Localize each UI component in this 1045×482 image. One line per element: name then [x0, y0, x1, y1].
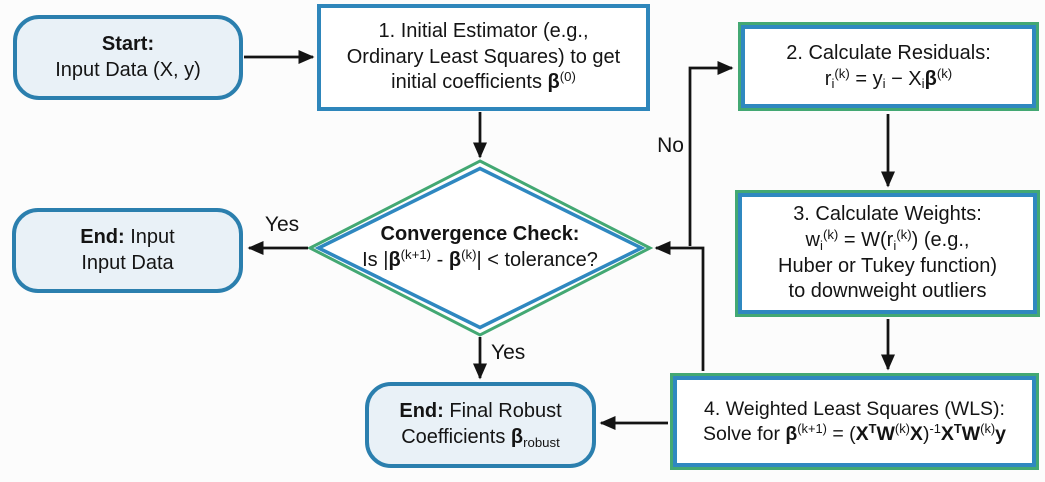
text-segment: T [868, 420, 877, 436]
text-line: Coefficients βrobust [401, 425, 560, 451]
text-segment: X [855, 422, 869, 445]
text-segment: X [909, 422, 923, 445]
text-segment: to downweight outliers [788, 280, 987, 303]
step1-initial-estimator-box: 1. Initial Estimator (e.g.,Ordinary Leas… [317, 4, 650, 111]
text-segment: (k) [834, 65, 850, 81]
text-segment: Convergence Check: [380, 223, 580, 246]
text-segment: y [995, 422, 1007, 445]
text-line: 1. Initial Estimator (e.g., [378, 19, 588, 45]
text-segment: 2. Calculate Residuals: [786, 41, 991, 64]
decision-convergence-check: Convergence Check:Is |β(k+1) - β(k)| < t… [320, 212, 640, 284]
text-segment: X [940, 422, 954, 445]
text-segment: β [547, 71, 560, 94]
text-line: Huber or Tukey function) [778, 254, 997, 280]
text-line: 3. Calculate Weights: [793, 202, 982, 228]
text-segment: − X [885, 67, 922, 90]
text-segment: Is | [362, 249, 389, 271]
text-segment: = ( [826, 422, 856, 445]
text-segment: (k) [894, 420, 910, 436]
text-segment: Final Robust [443, 400, 562, 423]
text-line: Start: [102, 32, 154, 58]
text-segment: i [820, 237, 823, 253]
decision-diamond-shape [306, 159, 654, 337]
text-line: End: Final Robust [399, 399, 561, 425]
edge-label-yes-down: Yes [491, 341, 526, 364]
text-segment: Ordinary Least Squares) to get [346, 45, 621, 68]
text-segment: initial coefficients [391, 71, 548, 94]
edge-label-yes-left: Yes [264, 213, 300, 236]
text-segment: Start: [101, 32, 155, 55]
text-segment: W [876, 422, 895, 445]
text-segment: ) (e.g., [911, 228, 970, 251]
text-segment: T [953, 420, 962, 436]
text-segment: ) [922, 422, 930, 445]
start-node: Start: Input Data (X, y) [13, 15, 243, 100]
text-line: Input Data (X, y) [55, 58, 201, 84]
text-line: End: Input [80, 225, 174, 251]
text-segment: End: [80, 225, 125, 248]
text-segment: W [961, 422, 981, 445]
text-segment: β [510, 426, 524, 448]
text-segment: robust [523, 434, 560, 450]
text-segment: Input [124, 225, 175, 248]
text-segment: Coefficients [401, 426, 511, 448]
text-segment: r [824, 67, 832, 90]
text-segment: β [785, 422, 798, 445]
text-line: initial coefficients β(0) [391, 69, 576, 96]
text-segment: (0) [559, 69, 576, 85]
text-segment: w [805, 228, 820, 251]
text-line: Is |β(k+1) - β(k)| < tolerance? [362, 247, 598, 274]
text-line: Solve for β(k+1) = (XTW(k)X)-1XTW(k)y [702, 420, 1007, 447]
text-segment: - [431, 249, 449, 271]
text-line: 2. Calculate Residuals: [786, 41, 991, 67]
text-segment: (k) [980, 420, 996, 436]
text-segment: 4. Weighted Least Squares (WLS): [704, 397, 1005, 420]
text-segment: End: [399, 400, 444, 423]
text-segment: 1. Initial Estimator (e.g., [378, 20, 589, 43]
text-segment: Solve for [702, 422, 786, 445]
text-segment: β [448, 249, 462, 271]
text-segment: -1 [929, 420, 941, 436]
arrow-no-loop-to-step2 [688, 61, 734, 246]
text-segment: (k+1) [797, 420, 827, 436]
text-segment: β [388, 249, 401, 271]
arrow-step4-to-decision [654, 241, 705, 371]
text-line: 4. Weighted Least Squares (WLS): [704, 397, 1005, 422]
text-segment: i [921, 76, 925, 92]
text-segment: (k+1) [400, 247, 432, 263]
text-segment: (k) [822, 227, 839, 243]
text-line: to downweight outliers [789, 279, 987, 305]
step4-weighted-least-squares-box: 4. Weighted Least Squares (WLS):Solve fo… [670, 373, 1039, 470]
step2-calculate-residuals-box: 2. Calculate Residuals:ri(k) = yi − Xiβ(… [738, 22, 1039, 111]
text-segment: | < tolerance? [476, 249, 598, 271]
text-line: Convergence Check: [381, 222, 580, 248]
text-segment: (k) [896, 227, 912, 243]
text-segment: β [924, 67, 937, 90]
text-segment: 3. Calculate Weights: [793, 203, 982, 226]
text-segment: = W(r [838, 228, 894, 251]
text-segment: i [893, 237, 897, 253]
text-segment: Huber or Tukey function) [778, 254, 997, 277]
text-line: wi(k) = W(ri(k)) (e.g., [805, 227, 970, 254]
text-line: Ordinary Least Squares) to get [347, 45, 620, 71]
text-segment: Input Data (X, y) [55, 58, 201, 81]
edge-label-no: No [657, 134, 684, 157]
text-segment: i [831, 76, 835, 92]
text-segment: (k) [936, 65, 953, 81]
text-segment: Input Data [81, 251, 174, 274]
text-line: ri(k) = yi − Xiβ(k) [824, 65, 953, 93]
text-line: Input Data [81, 251, 173, 277]
text-segment: (k) [461, 247, 477, 263]
text-segment: i [882, 76, 886, 92]
step3-calculate-weights-box: 3. Calculate Weights:wi(k) = W(ri(k)) (e… [735, 190, 1040, 317]
text-segment: = y [849, 67, 883, 90]
